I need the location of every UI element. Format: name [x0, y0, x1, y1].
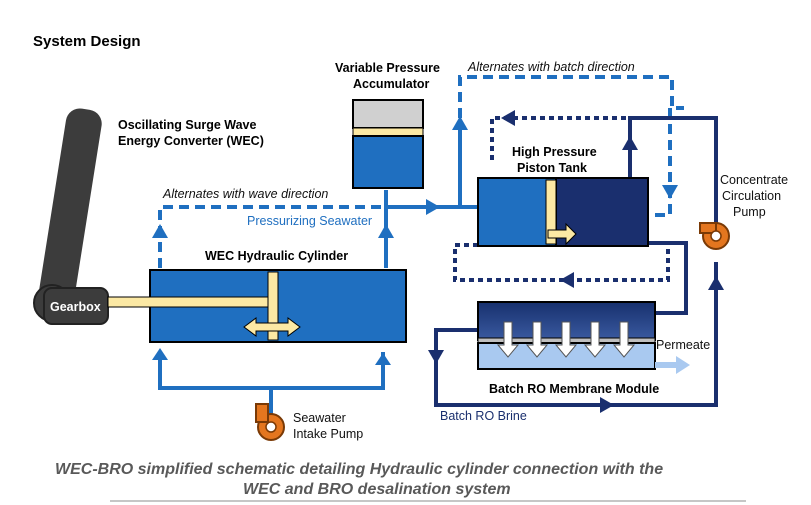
arrow-intake-left	[152, 348, 168, 360]
arrow-brine-left	[428, 350, 444, 364]
piston-head	[267, 271, 279, 341]
accumulator-bladder	[352, 127, 424, 137]
brine-label: Batch RO Brine	[440, 409, 527, 423]
pipe-dotted-top	[490, 116, 640, 160]
alt-wave-label: Alternates with wave direction	[162, 187, 328, 201]
wec-paddle	[38, 108, 102, 313]
arrow-concentrate-down	[622, 136, 638, 150]
concentrate-pump	[699, 222, 730, 250]
hydraulic-cylinder	[107, 269, 407, 343]
concentrate-pump-eye	[710, 230, 722, 242]
concentrate-pump-label: Concentrate	[720, 173, 788, 187]
caption-line2: WEC and BRO desalination system	[243, 481, 511, 498]
permeate-label: Permeate	[656, 338, 710, 352]
tank-seawater-side	[477, 177, 557, 247]
accumulator-label: Variable Pressure	[335, 61, 440, 75]
piston-tank-label: High Pressure	[512, 145, 597, 159]
seawater-pump	[255, 403, 285, 441]
arrow-batch-down	[662, 185, 678, 199]
seawater-pump-label-line2: Intake Pump	[293, 427, 363, 441]
accumulator-label-line2: Accumulator	[353, 77, 430, 91]
tank-piston	[545, 179, 557, 245]
pipe-wave-alternating	[158, 205, 386, 268]
arrow-wave-left	[152, 224, 168, 238]
pipe-batch-return	[640, 108, 672, 217]
alt-batch-label: Alternates with batch direction	[467, 60, 635, 74]
caption-line1: WEC-BRO simplified schematic detailing H…	[55, 461, 663, 478]
seawater-piping	[158, 120, 478, 415]
wec-device: Gearbox	[33, 108, 109, 325]
ro-module	[477, 301, 690, 374]
piston-double-arrow	[243, 317, 301, 337]
seawater-pump-label: Seawater	[293, 411, 346, 425]
pipe-tank-to-ro	[640, 241, 688, 315]
accumulator-gas	[352, 99, 424, 129]
wec-label: Oscillating Surge Wave	[118, 118, 257, 132]
piston-tank	[477, 177, 649, 247]
gearbox-label: Gearbox	[50, 300, 101, 314]
concentrate-pump-label-line3: Pump	[733, 205, 766, 219]
wec-label-line2: Energy Converter (WEC)	[118, 134, 264, 148]
accumulator	[352, 99, 424, 189]
pipe-batch-alternating	[458, 75, 684, 118]
pipe-intake-right	[271, 352, 385, 390]
arrow-cyl-up	[378, 224, 394, 238]
seawater-pump-outlet	[255, 403, 269, 423]
arrow-pressurizing	[426, 199, 440, 215]
piston-rod	[107, 296, 275, 308]
pipe-brine	[434, 262, 718, 407]
navy-dotted	[453, 116, 670, 282]
pressurizing-label: Pressurizing Seawater	[247, 214, 372, 228]
flow-arrows	[152, 110, 724, 413]
arrow-batch-up	[452, 116, 468, 130]
permeate-arrow	[655, 356, 690, 374]
arrow-pump-up	[708, 276, 724, 290]
seawater-pump-eye	[265, 421, 277, 433]
pipe-intake	[158, 352, 273, 415]
arrow-intake-right	[375, 353, 391, 365]
concentrate-pump-outlet	[699, 222, 717, 234]
page-title: System Design	[33, 33, 141, 50]
concentrate-pump-label-line2: Circulation	[722, 189, 781, 203]
tank-piston-arrow	[547, 222, 577, 246]
piston-tank-label-line2: Piston Tank	[517, 161, 587, 175]
ro-flow-arrows	[496, 321, 636, 358]
seawater-dashed	[158, 75, 684, 268]
accumulator-water	[352, 135, 424, 189]
cylinder-label: WEC Hydraulic Cylinder	[205, 249, 348, 263]
arrow-dotted-bottom	[560, 272, 574, 288]
ro-module-label: Batch RO Membrane Module	[489, 382, 659, 396]
arrow-dotted-top	[501, 110, 515, 126]
pipe-dotted-bottom	[453, 243, 670, 282]
arrow-brine-right	[600, 397, 614, 413]
